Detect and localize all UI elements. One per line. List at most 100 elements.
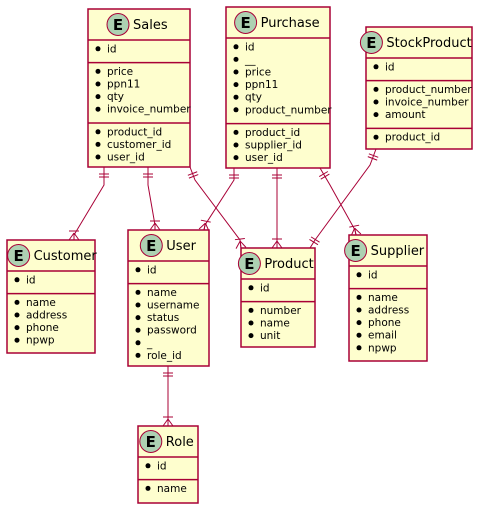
field-supplierid: supplier_id <box>245 140 302 152</box>
entity-icon-letter: E <box>146 433 156 451</box>
field-ppn11: ppn11 <box>107 79 140 91</box>
entity-title: Purchase <box>261 16 320 31</box>
entity-title: Product <box>264 257 313 272</box>
field-bullet <box>233 129 239 135</box>
field-bullet <box>95 68 101 74</box>
relationship-sales-product[interactable] <box>187 166 247 249</box>
field-unit: unit <box>260 330 280 342</box>
entity-icon-letter: E <box>146 237 156 255</box>
entity-icon <box>139 430 163 453</box>
field-bullet <box>95 81 101 87</box>
cardinality-crowfoot <box>73 232 80 241</box>
relationship-line <box>319 167 357 236</box>
field-roleid: role_id <box>147 350 182 362</box>
relationship-user-role[interactable] <box>162 366 174 427</box>
field-id: id <box>385 61 395 73</box>
field-userid: user_id <box>107 152 145 164</box>
relationship-purchase-product[interactable] <box>271 168 283 249</box>
field-price: price <box>107 66 133 78</box>
entity-box <box>87 8 191 168</box>
field-name: name <box>147 287 177 299</box>
entity-icon <box>7 244 31 267</box>
cardinality-crowfoot <box>239 240 242 249</box>
cardinality-one-tick <box>367 156 378 161</box>
field-bullet <box>233 56 239 62</box>
field-customerid: customer_id <box>107 139 171 151</box>
field-bullet <box>95 94 101 100</box>
field-bullet <box>248 333 254 339</box>
cardinality-crowfoot <box>198 222 206 230</box>
cardinality-one-tick <box>187 171 198 176</box>
field-bullet <box>14 299 20 305</box>
field-number: number <box>260 305 302 317</box>
entity-icon-letter: E <box>366 34 376 52</box>
field-qty: qty <box>245 92 262 104</box>
field-userid: user_id <box>245 152 283 164</box>
relationship-sales-user[interactable] <box>143 167 161 231</box>
cardinality-bar <box>200 219 211 223</box>
relationship-sales-customer[interactable] <box>68 167 109 241</box>
cardinality-one-tick <box>309 238 319 246</box>
field-bullet <box>373 86 379 92</box>
cardinality-crowfoot <box>154 222 161 231</box>
field-bullet <box>135 340 141 346</box>
field-id: id <box>157 460 167 472</box>
field-bullet <box>233 107 239 113</box>
cardinality-bar <box>234 237 245 241</box>
field-id: id <box>245 41 255 53</box>
field-bullet <box>373 112 379 118</box>
field-: __ <box>244 54 256 66</box>
field-bullet <box>95 129 101 135</box>
cardinality-crowfoot <box>276 240 283 249</box>
entity-icon-letter: E <box>240 14 250 32</box>
field-address: address <box>26 310 67 322</box>
field-bullet <box>248 307 254 313</box>
field-name: name <box>260 318 290 330</box>
cardinality-crowfoot <box>239 240 247 248</box>
entity-icon <box>344 239 368 262</box>
field-bullet <box>356 272 362 278</box>
field-productid: product_id <box>245 127 300 139</box>
cardinality-one-tick <box>368 153 379 158</box>
field-bullet <box>14 337 20 343</box>
relationship-stockproduct-product[interactable] <box>309 148 379 249</box>
entity-icon-letter: E <box>350 242 360 260</box>
field-bullet <box>248 320 254 326</box>
relationship-line <box>309 148 377 249</box>
field-bullet <box>135 327 141 333</box>
field-bullet <box>233 94 239 100</box>
relationship-layer <box>68 148 379 427</box>
field-bullet <box>373 64 379 70</box>
field-bullet <box>233 69 239 75</box>
field-bullet <box>356 345 362 351</box>
field-: _ <box>146 337 153 349</box>
cardinality-crowfoot <box>68 232 75 241</box>
field-bullet <box>95 154 101 160</box>
entity-icon <box>234 11 258 34</box>
relationship-purchase-user[interactable] <box>198 168 239 232</box>
field-productnumber: product_number <box>385 84 472 96</box>
cardinality-one-tick <box>188 174 199 179</box>
field-id: id <box>147 264 157 276</box>
cardinality-crowfoot <box>162 418 169 427</box>
relationship-purchase-supplier[interactable] <box>318 167 362 237</box>
field-bullet <box>233 155 239 161</box>
field-invoicenumber: invoice_number <box>107 104 191 116</box>
field-password: password <box>147 325 197 337</box>
field-bullet <box>233 44 239 50</box>
field-id: id <box>368 269 378 281</box>
field-ppn11: ppn11 <box>245 79 278 91</box>
field-bullet <box>135 267 141 273</box>
cardinality-crowfoot <box>235 240 241 249</box>
field-bullet <box>248 285 254 291</box>
